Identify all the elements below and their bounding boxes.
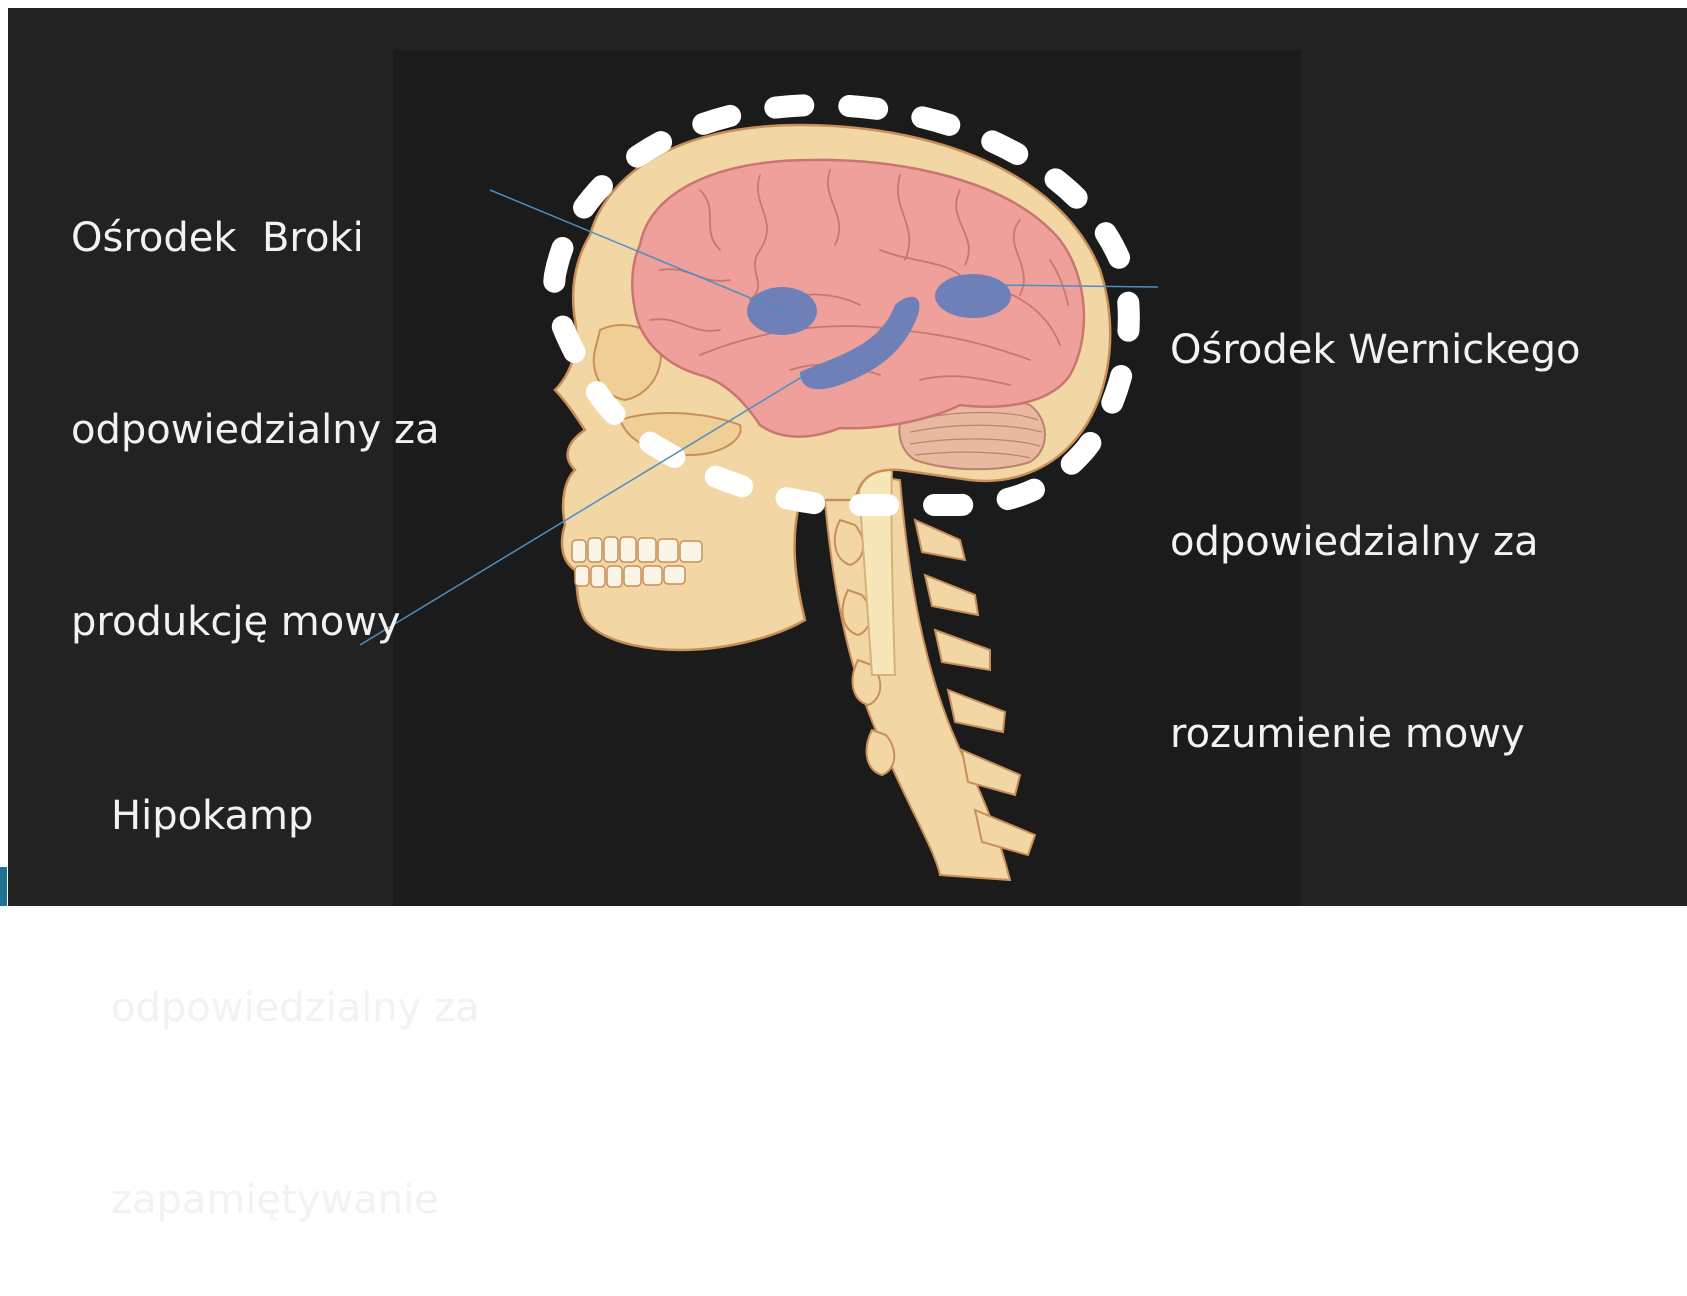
wernicke-area-highlight [935, 274, 1011, 318]
broca-label-line-2: odpowiedzialny za [71, 398, 440, 462]
wernicke-label-line-1: Ośrodek Wernickego [1170, 318, 1580, 382]
wernicke-label-line-3: rozumienie mowy [1170, 702, 1580, 766]
broca-label-line-1: Ośrodek Broki [71, 206, 440, 270]
wernicke-area-label: Ośrodek Wernickego odpowiedzialny za roz… [1170, 190, 1580, 830]
broca-label-line-3: produkcję mowy [71, 590, 440, 654]
hippocampus-label-line-1: Hipokamp [111, 784, 480, 848]
broca-area-label: Ośrodek Broki odpowiedzialny za produkcj… [71, 78, 440, 718]
wernicke-label-line-2: odpowiedzialny za [1170, 510, 1580, 574]
hippocampus-label-line-2: odpowiedzialny za [111, 976, 480, 1040]
hippocampus-label: Hipokamp odpowiedzialny za zapamiętywani… [111, 656, 480, 1296]
hippocampus-label-line-3: zapamiętywanie [111, 1168, 480, 1232]
cervical-spine [822, 470, 1035, 880]
